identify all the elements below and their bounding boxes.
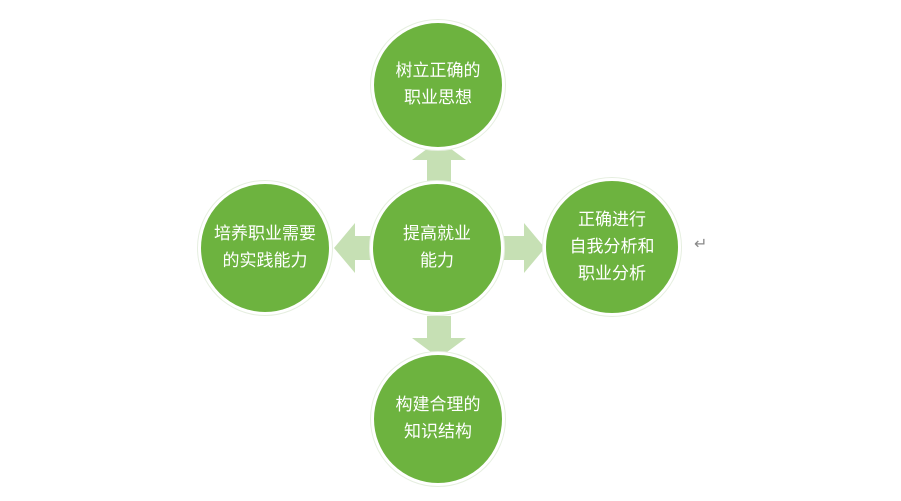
- arrow-up-icon: [412, 140, 466, 182]
- node-right: 正确进行 自我分析和 职业分析: [543, 178, 681, 316]
- node-top-label: 树立正确的 职业思想: [395, 61, 481, 108]
- arrow-right-icon: [503, 223, 545, 273]
- node-center: 提高就业 能力: [370, 181, 504, 315]
- node-top: 树立正确的 职业思想: [371, 20, 505, 150]
- node-bottom-label: 构建合理的 知识结构: [395, 395, 481, 442]
- paragraph-mark: ↵: [694, 234, 708, 253]
- node-right-label: 正确进行 自我分析和 职业分析: [569, 209, 655, 284]
- node-center-label: 提高就业 能力: [403, 224, 471, 271]
- arrow-left-icon: [334, 223, 376, 273]
- node-left: 培养职业需要 的实践能力: [198, 181, 332, 315]
- node-left-label: 培养职业需要 的实践能力: [214, 224, 316, 271]
- arrow-down-icon: [412, 316, 466, 358]
- node-bottom: 构建合理的 知识结构: [371, 352, 505, 486]
